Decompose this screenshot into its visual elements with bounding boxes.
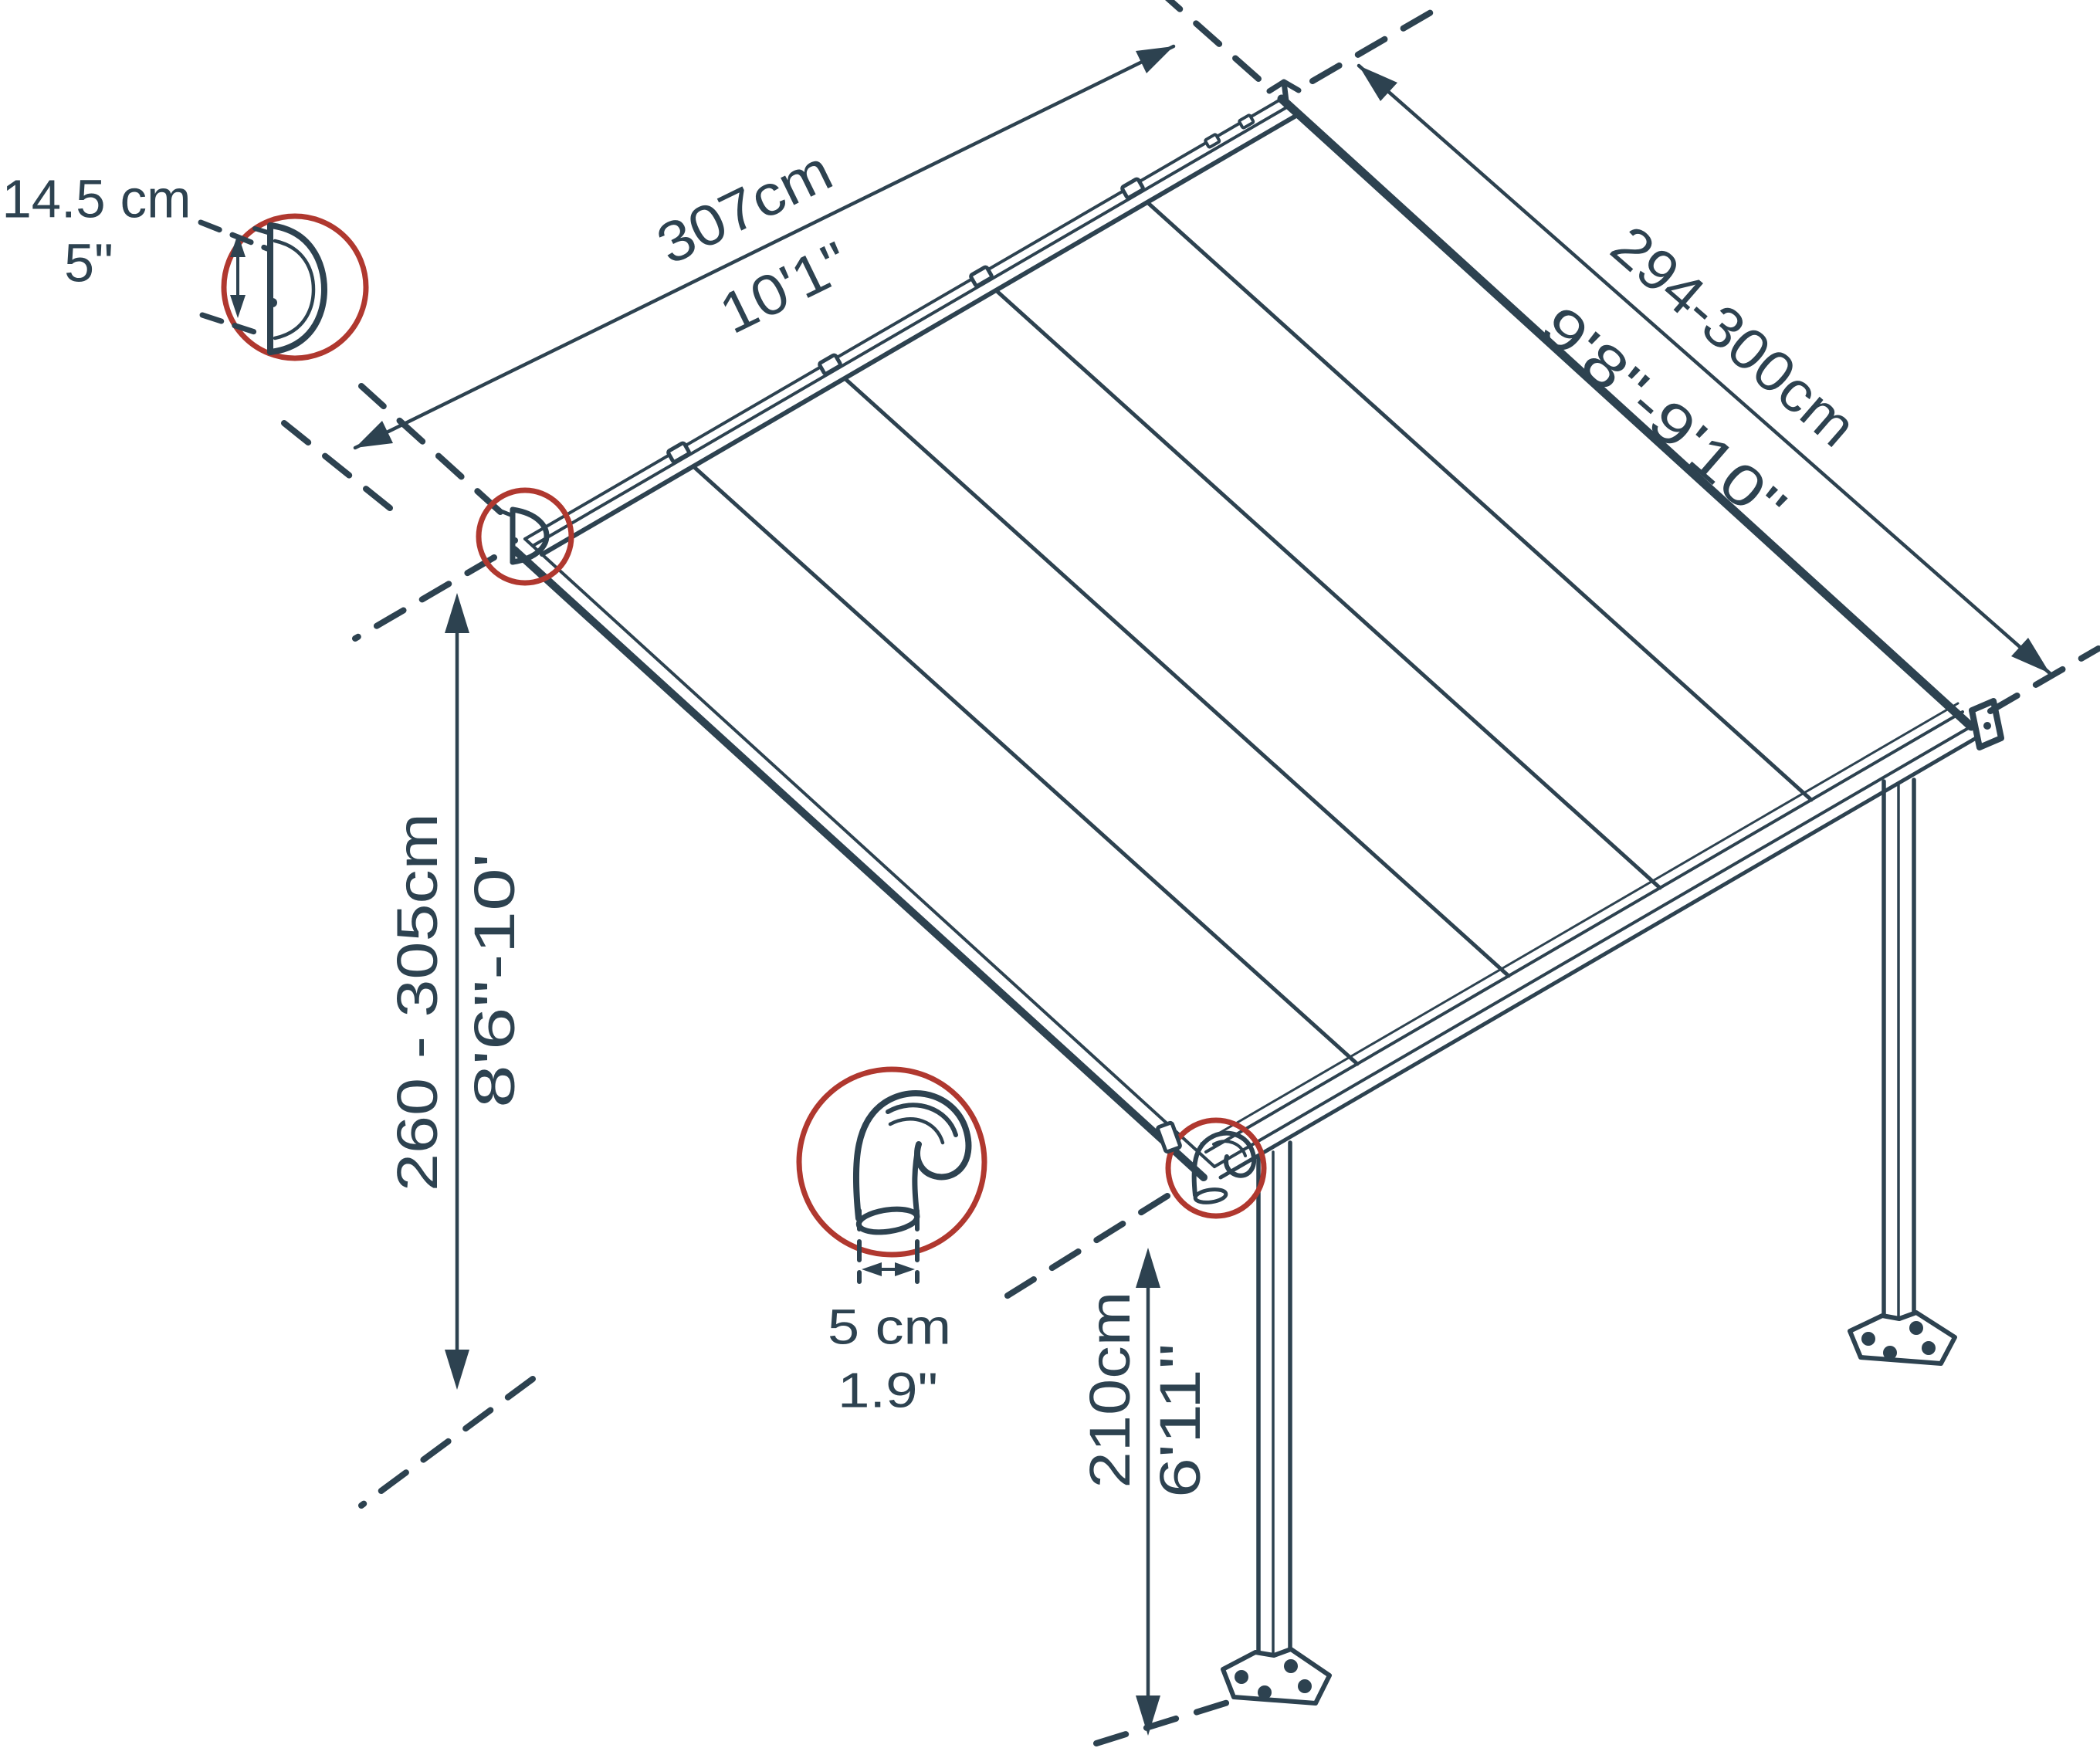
front-corner-connector-icon bbox=[1156, 1120, 1257, 1204]
right-post bbox=[1848, 777, 1957, 1366]
roof-edge-wall-bar-bottom bbox=[540, 112, 1301, 557]
gutter-end-profile-icon bbox=[499, 506, 550, 565]
front-clearance-imperial: 6'11" bbox=[1148, 1343, 1212, 1498]
witness-dash-left-corner-low bbox=[281, 420, 393, 511]
front-post bbox=[1221, 1140, 1332, 1706]
leader-dash-top bbox=[198, 219, 270, 252]
detail-circle-gutter-profile bbox=[221, 213, 369, 361]
front-clearance-metric: 210cm bbox=[1078, 1292, 1142, 1489]
bar-clips bbox=[666, 113, 1255, 464]
panel-dividers bbox=[691, 200, 1814, 1066]
witness-dash-gutter-level bbox=[1002, 1193, 1170, 1300]
gutter-panel-edge bbox=[1200, 702, 1959, 1145]
dimension-rear-height: 260 - 305cm 8'6"-10' bbox=[352, 554, 536, 1509]
witness-dash-apex-left bbox=[1165, 0, 1262, 82]
roof-edge-right-rafter bbox=[1277, 94, 1976, 731]
callout-circle-left-corner bbox=[476, 487, 574, 586]
callout-circle-front-corner bbox=[1165, 1117, 1267, 1219]
roof-edge-wall-outer bbox=[523, 97, 1283, 540]
roof-edge-wall-bar-top bbox=[531, 104, 1291, 547]
gutter-profile-icon bbox=[252, 222, 327, 355]
callout-gutter-corner bbox=[476, 487, 574, 586]
witness-dash-left-corner-up bbox=[358, 383, 503, 515]
detail-post-profile: 5 cm 1.9" bbox=[796, 1066, 987, 1418]
witness-dash-rear-ground bbox=[358, 1376, 536, 1509]
detail-gutter-profile: 14.5 cm 5" bbox=[2, 169, 369, 361]
gutter-bracket bbox=[1156, 1120, 1182, 1154]
witness-dash-front-ground bbox=[1093, 1697, 1238, 1746]
roof-edge-left-rafter-thick bbox=[510, 546, 1208, 1181]
witness-dash-right-corner bbox=[1987, 645, 2100, 714]
gutter-profile-metric: 14.5 cm bbox=[2, 169, 191, 229]
end-cap-bolt bbox=[1983, 722, 1991, 730]
gutter-mid bbox=[1213, 725, 1973, 1168]
detail-circle-post-profile bbox=[796, 1066, 987, 1258]
roof-edge-left-rafter-top bbox=[523, 537, 1216, 1168]
post-profile-metric: 5 cm bbox=[828, 1299, 951, 1354]
witness-dash-apex-right bbox=[1309, 5, 1441, 84]
gutter-top bbox=[1204, 710, 1964, 1153]
gutter-profile-imperial: 5" bbox=[64, 233, 113, 293]
gutter-bottom bbox=[1218, 735, 1980, 1180]
dimension-front-clearance: 210cm 6'11" bbox=[1002, 1193, 1238, 1746]
callout-front-corner bbox=[1156, 1117, 1267, 1219]
apex-corner-cap bbox=[1266, 79, 1302, 104]
roof-structure bbox=[281, 0, 2100, 1181]
rear-height-metric: 260 - 305cm bbox=[385, 813, 449, 1191]
dimension-roof-width: 307cm 10'1" bbox=[353, 44, 1176, 450]
corner-connector-icon bbox=[852, 1090, 972, 1235]
dimension-roof-projection: 294-300cm 9'8"-9'10" bbox=[1357, 63, 2052, 676]
rear-height-imperial: 8'6"-10' bbox=[462, 853, 527, 1108]
witness-dash-rear-top bbox=[352, 554, 497, 642]
posts bbox=[1221, 777, 1957, 1706]
post-profile-imperial: 1.9" bbox=[838, 1362, 938, 1418]
leader-dash-bottom bbox=[199, 312, 267, 338]
